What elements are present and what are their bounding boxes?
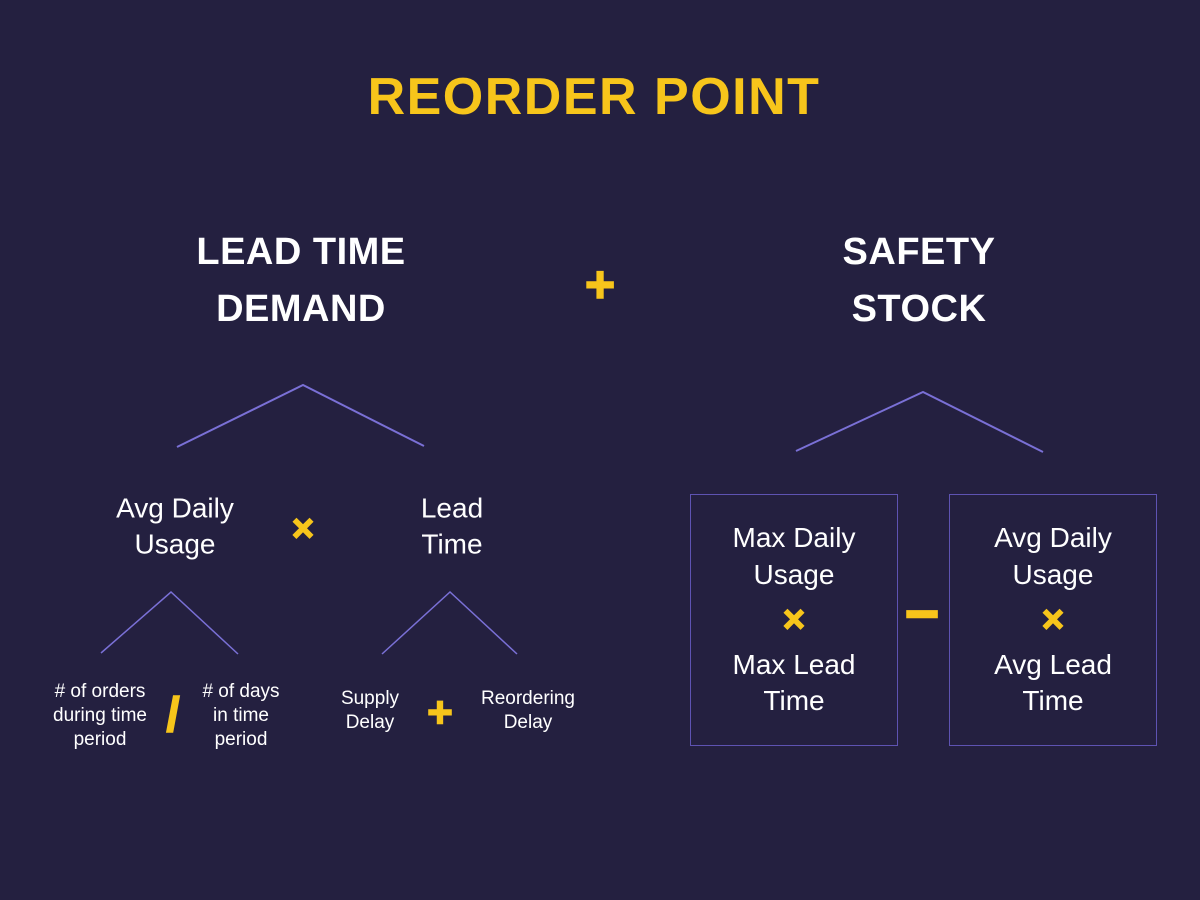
safety-stock-branch-line [795, 390, 1044, 453]
avg-lead-time-label: Avg Lead Time [994, 649, 1112, 717]
plus-operator-main: + [584, 256, 616, 314]
node-supply-delay: Supply Delay [340, 687, 400, 733]
max-usage-lead-time-box: Max Daily Usage × Max Lead Time [690, 494, 898, 746]
plus-operator-sub: + [426, 688, 453, 737]
node-reordering-delay: Reordering Delay [481, 687, 575, 733]
max-daily-usage-label: Max Daily Usage [732, 522, 856, 590]
minus-operator: − [904, 580, 941, 647]
multiply-operator-left: × [291, 508, 315, 550]
node-safety-stock: SAFETY STOCK [842, 231, 996, 330]
avg-daily-usage-branch-line [100, 590, 239, 655]
avg-daily-usage-box-label: Avg Daily Usage [994, 522, 1112, 590]
node-lead-time-demand: LEAD TIME DEMAND [196, 231, 406, 330]
page-title: REORDER POINT [367, 68, 821, 126]
multiply-operator-avg-box: × [1041, 599, 1065, 641]
lead-time-demand-branch-line [176, 383, 425, 448]
node-orders-during-period: # of orders during time period [53, 680, 147, 751]
max-lead-time-label: Max Lead Time [732, 649, 856, 717]
divide-operator: / [166, 689, 181, 742]
node-days-in-period: # of days in time period [202, 680, 280, 751]
node-avg-daily-usage: Avg Daily Usage [116, 492, 234, 560]
avg-usage-lead-time-box: Avg Daily Usage × Avg Lead Time [949, 494, 1157, 746]
lead-time-branch-line [381, 590, 518, 655]
multiply-operator-max-box: × [782, 599, 806, 641]
node-lead-time: Lead Time [420, 492, 484, 560]
